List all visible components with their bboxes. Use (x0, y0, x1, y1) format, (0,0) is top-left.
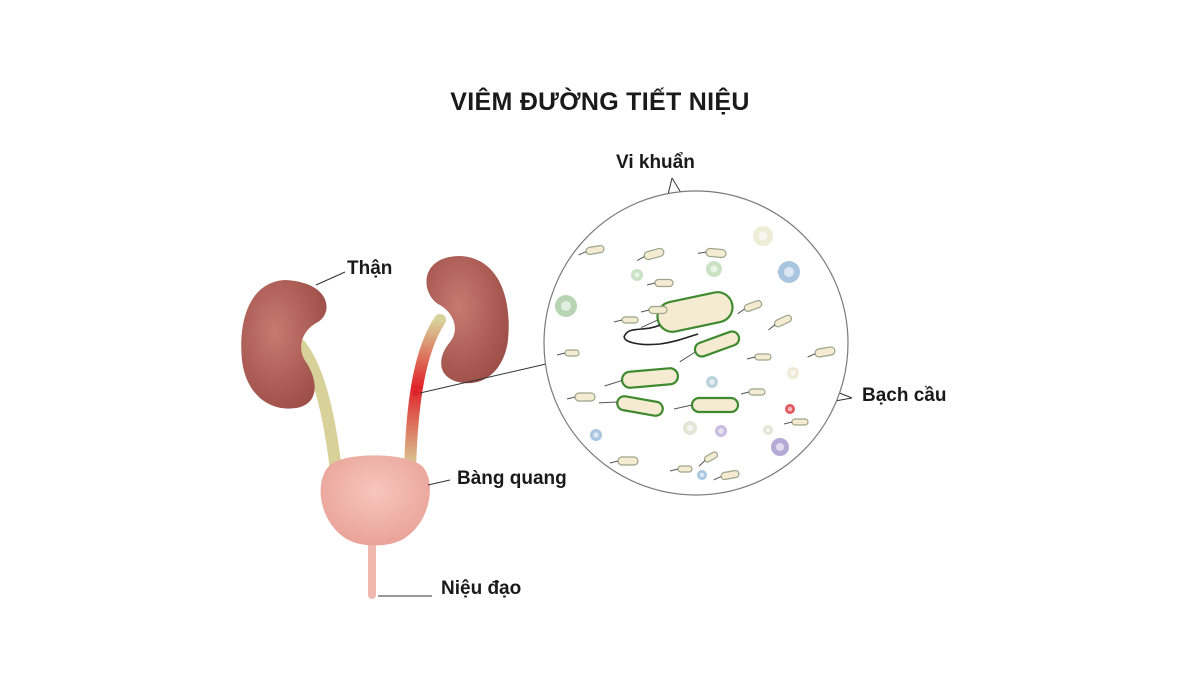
left-ureter (294, 339, 342, 476)
left-kidney (241, 280, 327, 409)
bacterium (679, 330, 741, 363)
microbes-group (555, 226, 836, 481)
bladder (320, 455, 430, 546)
white-blood-cell (785, 404, 795, 414)
bacterium (697, 247, 727, 259)
bacterium (636, 247, 665, 262)
page-title: VIÊM ĐƯỜNG TIẾT NIỆU (450, 88, 750, 116)
white-blood-cell (683, 421, 697, 435)
bacterium (556, 349, 580, 357)
kidney-label: Thận (347, 258, 393, 279)
white-blood-cell (706, 261, 722, 277)
bacterium (737, 300, 763, 315)
bacterium-flagellum (623, 324, 699, 346)
bacterium (598, 395, 664, 417)
bacterium (746, 353, 772, 361)
bacterium (566, 392, 596, 402)
bacterium (673, 396, 740, 414)
magnified-view-circle (543, 190, 849, 496)
white-blood-cell (787, 367, 799, 379)
white-blood-cell (715, 425, 727, 437)
white-blood-cells-label: Bạch cầu (862, 385, 947, 406)
bacterium (713, 469, 740, 481)
bacterium (669, 465, 693, 473)
white-blood-cell (706, 376, 718, 388)
bacterium (609, 456, 639, 466)
white-blood-cell (753, 226, 773, 246)
bacterium (604, 367, 680, 389)
white-blood-cell (771, 438, 789, 456)
bacterium (640, 291, 734, 333)
bladder-label: Bàng quang (457, 468, 567, 489)
right-ureter (404, 314, 446, 476)
bacterium (613, 316, 639, 324)
bacterium (646, 278, 674, 288)
bacterium (768, 314, 793, 331)
bacterium (807, 346, 836, 358)
white-blood-cell (697, 470, 707, 480)
bacterium (783, 418, 809, 426)
bacterium (578, 244, 605, 256)
white-blood-cell (778, 261, 800, 283)
white-blood-cell (555, 295, 577, 317)
white-blood-cell (763, 425, 773, 435)
bacterium (740, 388, 766, 396)
bacterium (640, 305, 668, 315)
right-kidney (426, 256, 509, 384)
white-blood-cell (631, 269, 643, 281)
white-blood-cell (590, 429, 602, 441)
bacterium (698, 451, 719, 467)
bacteria-label: Vi khuẩn (616, 152, 695, 173)
urethra-label: Niệu đạo (441, 578, 522, 599)
